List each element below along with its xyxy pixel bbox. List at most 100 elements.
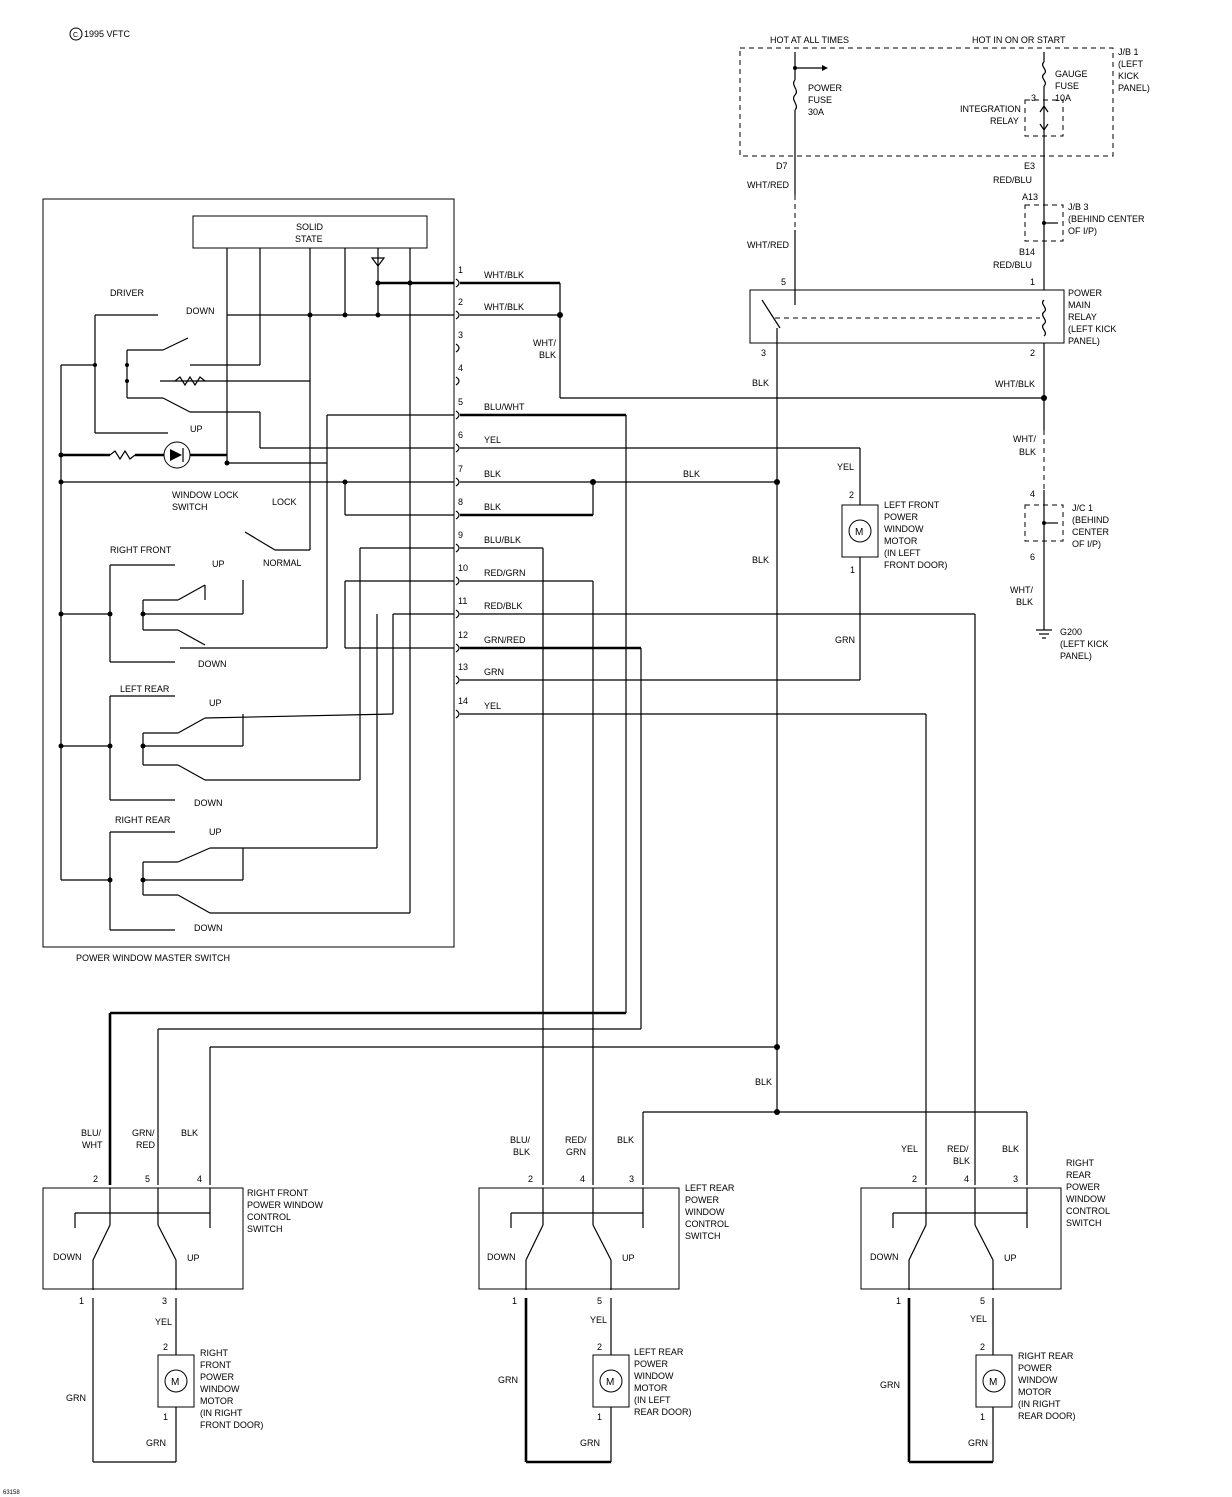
window-lock-label: SWITCH [172,502,208,512]
master-switch-box [42,198,455,948]
pin-number: 3 [458,330,463,340]
jb1-label: PANEL) [1118,83,1150,93]
pin-label: 1 [1030,277,1035,287]
pin-label: 2 [1030,348,1035,358]
pin-wire-color: BLU/BLK [484,535,521,545]
pin-wire-color: WHT/BLK [484,302,524,312]
pin-label: 3 [162,1296,167,1306]
relay-label: PANEL) [1068,336,1100,346]
lr-motor-label: REAR DOOR) [634,1407,692,1417]
jb3-label: OF I/P) [1068,226,1097,236]
pin-number: 4 [458,363,463,373]
pin-label: 1 [79,1296,84,1306]
pin-label: 3 [1031,93,1036,103]
relay-label: MAIN [1068,300,1091,310]
pin-label: 3 [1013,1174,1018,1184]
pin-number: 11 [458,596,467,606]
gauge-fuse-label: FUSE [1055,81,1079,91]
lr-motor-label: POWER [634,1359,669,1369]
wire-label: BLK [513,1147,530,1157]
rr-up-label: UP [1004,1253,1017,1263]
copyright-mark: C 1995 VFTC [69,27,131,41]
wire-label: BLK [539,350,556,360]
rr-down-label: DOWN [870,1252,899,1262]
svg-text:M: M [171,1377,179,1388]
pin-number: 13 [458,662,468,672]
power-fuse [792,52,828,165]
jc1-label: OF I/P) [1072,539,1101,549]
lr-switch-label: SWITCH [685,1231,721,1241]
rr-motor-label: RIGHT REAR [1018,1351,1074,1361]
wire-label: BLK [755,1077,772,1087]
pin-connector [455,443,460,453]
pin-connector [455,576,460,586]
wire-label: BLK [1019,447,1036,457]
jb3-label: J/B 3 [1068,202,1089,212]
lr-down-label: DOWN [487,1252,516,1262]
relay-label: POWER [1068,288,1103,298]
solid-state-label: STATE [295,234,323,244]
pin-connector [455,343,460,353]
rf-down-label: DOWN [53,1252,82,1262]
jb1-label: KICK [1118,71,1139,81]
wire-label: BLK [683,469,700,479]
wire-label: WHT/RED [747,180,789,190]
wire-label: WHT/BLK [995,379,1035,389]
hot-in-on-label: HOT IN ON OR START [972,35,1066,45]
pin-connector [455,543,460,553]
wire-label: GRN [880,1380,900,1390]
driver-up-label: UP [190,424,203,434]
pin-number: 7 [458,464,463,474]
pin-number: 12 [458,630,468,640]
power-fuse-label: FUSE [808,95,832,105]
pin-label: 4 [580,1174,585,1184]
rf-down-label: DOWN [198,659,227,669]
rr-down-label: DOWN [194,923,223,933]
pin-label: 2 [528,1174,533,1184]
rf-motor-label: MOTOR [200,1396,234,1406]
g200-label: G200 [1060,627,1082,637]
wire-label: RED [136,1140,156,1150]
rf-switch-label: RIGHT FRONT [247,1188,309,1198]
rr-motor-label: WINDOW [1018,1375,1058,1385]
pin-label: 5 [980,1296,985,1306]
pin-label: 2 [163,1342,168,1352]
integration-relay-label: INTEGRATION [960,104,1021,114]
wire-label: BLK [617,1135,634,1145]
rr-up-label: UP [209,827,222,837]
pin-label: 3 [629,1174,634,1184]
pin-connector [455,510,460,520]
wire-label: YEL [901,1144,918,1154]
pin-label: 4 [1030,489,1035,499]
pin-label: 1 [850,565,855,575]
lf-motor-label: MOTOR [884,536,918,546]
rr-switch-label: SWITCH [1066,1218,1102,1228]
pin-connector [455,310,460,320]
gauge-fuse [1024,52,1064,165]
wire-label: YEL [970,1314,987,1324]
pin-wire-color: YEL [484,435,501,445]
integration-relay-label: RELAY [990,116,1019,126]
pin-number: 2 [458,297,463,307]
rr-control-switch: M [860,1187,1062,1464]
power-fuse-label: POWER [808,83,843,93]
wire-label: BLK [1002,1144,1019,1154]
pin-label: 2 [980,1342,985,1352]
pin-label: 3 [761,348,766,358]
jc1-label: CENTER [1072,527,1110,537]
wire-label: GRN [146,1438,166,1448]
lr-down-label: DOWN [194,798,223,808]
lr-switch-label: WINDOW [685,1207,725,1217]
pin-connector [455,477,460,487]
rf-up-label: UP [212,559,225,569]
gauge-fuse-label: 10A [1055,93,1071,103]
pin-wire-color: YEL [484,701,501,711]
jc1-label: (BEHIND [1072,515,1110,525]
rr-motor-label: (IN RIGHT [1018,1399,1061,1409]
rr-switch-label: POWER [1066,1182,1101,1192]
wire-label: WHT/RED [747,240,789,250]
pin-label: 5 [145,1174,150,1184]
wire-label: GRN [66,1393,86,1403]
rf-motor-label: (IN RIGHT [200,1408,243,1418]
